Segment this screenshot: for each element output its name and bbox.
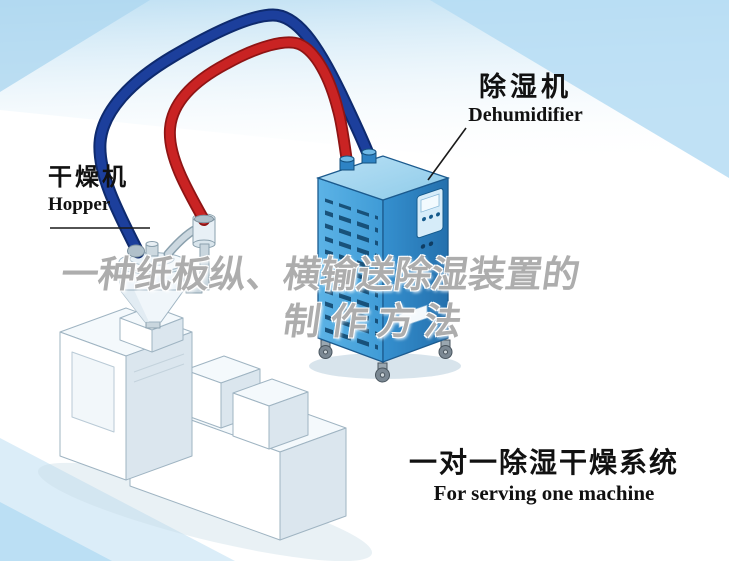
background-top-left-band <box>0 0 150 92</box>
dehumidifier-label-en: Dehumidifier <box>468 104 583 127</box>
hoses <box>93 8 376 259</box>
system-caption-en: For serving one machine <box>433 481 655 506</box>
dehumidifier-ports <box>339 148 377 171</box>
leader-lines <box>50 127 467 229</box>
dehumidifier-label: 除湿机 Dehumidifier <box>438 72 613 127</box>
hopper-label: 干燥机 Hopper <box>48 164 158 217</box>
control-panel-button <box>436 212 440 217</box>
watermark-line-1: 一种纸板纵、横输送除湿装置的 <box>58 254 583 295</box>
dehumidifier-casters <box>318 339 453 383</box>
dehumidifier-leader-line <box>427 127 467 181</box>
hopper-inlet-stub <box>185 283 203 294</box>
watermark-line-2: 制作方法 <box>280 301 475 342</box>
dehumidifier-control-panel <box>398 188 444 329</box>
hopper-label-zh: 干燥机 <box>48 164 129 191</box>
indicator-light <box>428 241 434 247</box>
dehumidifier-label-zh: 除湿机 <box>479 72 572 102</box>
control-panel-button <box>429 214 433 219</box>
background-top-right-band <box>430 0 729 178</box>
extruder-machine <box>37 305 373 561</box>
extruder-top-unit-2 <box>232 378 309 450</box>
system-caption-zh: 一对一除湿干燥系统 <box>408 447 679 478</box>
system-caption: 一对一除湿干燥系统 For serving one machine <box>388 447 700 508</box>
indicator-light <box>420 244 426 249</box>
hose-fittings <box>127 214 214 258</box>
dehumidifier-vent-grid <box>325 198 378 354</box>
filter-top-coupler <box>194 214 214 224</box>
hopper-lid-coupler <box>127 244 145 258</box>
control-panel-display <box>420 193 440 213</box>
brand-plate <box>398 304 428 329</box>
background-bottom-left-band <box>0 438 235 561</box>
dehumidifier-machine <box>309 155 461 383</box>
control-panel-button <box>422 217 426 222</box>
background-bottom-left-corner <box>0 502 112 561</box>
hopper-down-pipe <box>199 243 210 291</box>
cabinet-door <box>71 351 115 433</box>
hopper-label-en: Hopper <box>48 193 111 215</box>
